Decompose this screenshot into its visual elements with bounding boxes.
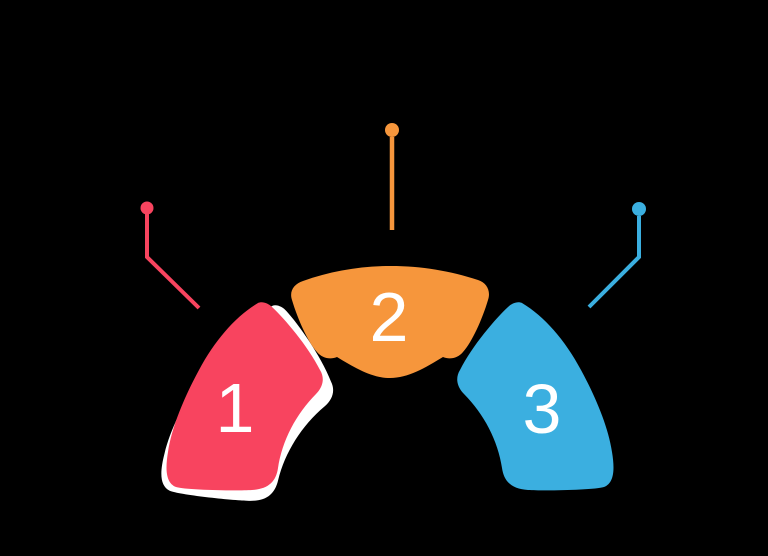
step-1-leader-dot bbox=[140, 201, 154, 215]
step-3-leader-dot bbox=[632, 202, 646, 216]
step-2-leader-dot bbox=[385, 123, 399, 137]
step-3-segment[interactable] bbox=[457, 302, 614, 491]
step-1-number: 1 bbox=[216, 369, 255, 447]
step-3-group: 3 bbox=[457, 202, 646, 491]
step-2-number: 2 bbox=[370, 278, 409, 356]
step-3-leader-line bbox=[587, 216, 641, 309]
step-1-group: 1 bbox=[140, 201, 334, 501]
step-1-leader-line bbox=[145, 214, 201, 310]
step-1-segment[interactable] bbox=[166, 302, 323, 491]
step-2-segment[interactable] bbox=[291, 266, 489, 378]
step-2-group: 2 bbox=[291, 123, 489, 378]
step-3-number: 3 bbox=[523, 370, 562, 448]
